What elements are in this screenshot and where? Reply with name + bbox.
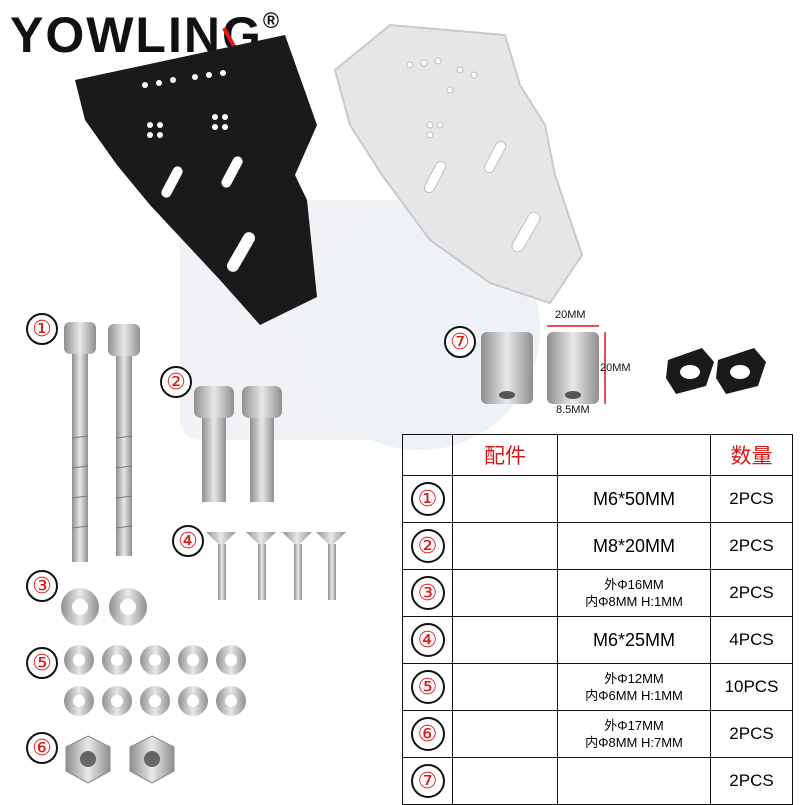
row-number: ⑥ [410, 717, 445, 751]
row-image-cell [452, 475, 558, 523]
row-spec-outer: 外Φ12MM [604, 671, 664, 686]
table-row: ① M6*50MM 2PCS [402, 475, 793, 523]
callout-6: ⑥ [26, 732, 58, 764]
row-image-cell [452, 616, 558, 664]
callout-1: ① [26, 313, 58, 345]
table-row: ② M8*20MM 2PCS [402, 522, 793, 570]
registered-mark: ® [262, 8, 282, 33]
table-row: ⑥ 外Φ17MM 内Φ8MM H:7MM 2PCS [402, 710, 793, 758]
header-qty: 数量 [710, 434, 793, 476]
flange-nuts-image [65, 735, 175, 784]
row-image-cell [452, 757, 558, 805]
callout-4: ④ [172, 525, 204, 557]
row-qty: 2PCS [729, 583, 774, 602]
table-row: ⑦ 2PCS [402, 757, 793, 805]
long-bolts-m6x50-image [64, 322, 140, 562]
rubber-pads-image [666, 348, 766, 394]
row-spec-outer: 外Φ16MM [604, 577, 664, 592]
row-number: ① [410, 482, 445, 516]
row-image-cell [452, 710, 558, 758]
spacer-inner-label: 8.5MM [556, 404, 590, 416]
spacers-image [481, 325, 606, 404]
row-number: ④ [410, 623, 445, 657]
row-number: ② [410, 529, 445, 563]
row-spec-empty [557, 757, 711, 805]
row-image-cell [452, 663, 558, 711]
row-spec-inner: 内Φ8MM H:7MM [585, 735, 683, 750]
table-row: ⑤ 外Φ12MM 内Φ6MM H:1MM 10PCS [402, 663, 793, 711]
countersunk-bolts-m6x25-image [206, 532, 346, 600]
table-row: ③ 外Φ16MM 内Φ8MM H:1MM 2PCS [402, 569, 793, 617]
row-number: ⑤ [410, 670, 445, 704]
row-number: ③ [410, 576, 445, 610]
row-qty: 10PCS [724, 677, 779, 696]
row-qty: 2PCS [729, 489, 774, 508]
bolts-m8x20-image [194, 386, 282, 502]
row-spec: M6*25MM [592, 629, 676, 650]
table-header-row: 配件 数量 [402, 434, 793, 476]
row-spec-inner: 内Φ6MM H:1MM [585, 688, 683, 703]
row-spec: M6*50MM [592, 488, 676, 509]
washers-12mm-image [64, 645, 246, 716]
row-number: ⑦ [410, 764, 445, 798]
callout-2: ② [160, 366, 192, 398]
row-qty: 2PCS [729, 536, 774, 555]
header-spec [557, 434, 711, 476]
black-skid-plate-image [75, 35, 317, 325]
row-spec-inner: 内Φ8MM H:1MM [585, 594, 683, 609]
silver-skid-plate-image [333, 23, 584, 305]
row-image-cell [452, 522, 558, 570]
row-qty: 2PCS [729, 724, 774, 743]
spacer-height-label: 20MM [600, 362, 631, 374]
row-spec-outer: 外Φ17MM [604, 718, 664, 733]
parts-spec-table: 配件 数量 ① M6*50MM 2PCS ② M8*20MM 2PCS ③ 外Φ… [402, 434, 793, 805]
callout-5: ⑤ [26, 647, 58, 679]
row-spec: M8*20MM [592, 535, 676, 556]
row-qty: 2PCS [729, 771, 774, 790]
washers-16mm-image [61, 588, 147, 626]
callout-3: ③ [26, 570, 58, 602]
header-part: 配件 [452, 434, 558, 476]
header-blank [402, 434, 453, 476]
row-image-cell [452, 569, 558, 617]
spacer-width-label: 20MM [555, 309, 586, 321]
table-row: ④ M6*25MM 4PCS [402, 616, 793, 664]
callout-7: ⑦ [444, 326, 476, 358]
row-qty: 4PCS [729, 630, 774, 649]
